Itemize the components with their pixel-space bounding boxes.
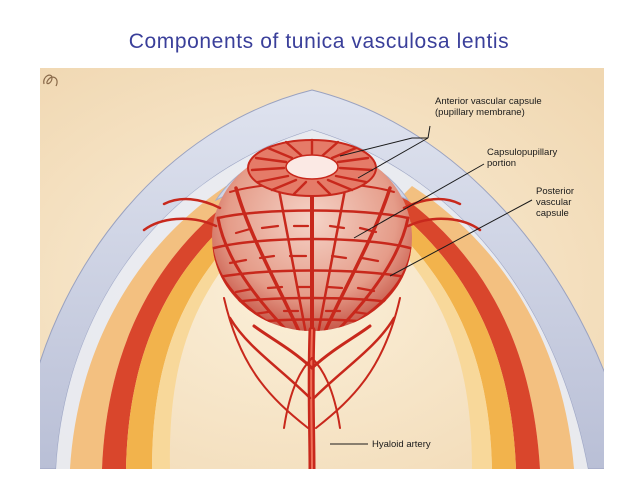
label-line: capsule: [536, 208, 569, 219]
label-anterior-vascular-capsule: Anterior vascular capsule (pupillary mem…: [435, 96, 542, 118]
label-line: Anterior vascular capsule: [435, 96, 542, 107]
label-leader-lines: [330, 125, 533, 445]
label-line: portion: [487, 158, 517, 169]
right-wall-outer: [402, 186, 574, 469]
left-wall-choroid: [102, 196, 244, 469]
page-title: Components of tunica vasculosa lentis: [128, 30, 510, 53]
label-line: Capsulopupillary: [487, 147, 558, 158]
leader-anterior-b: [339, 137, 428, 157]
label-posterior-vascular-capsule: Posterior vascular capsule: [536, 186, 574, 219]
tunica-vasculosa-illustration: Anterior vascular capsule (pupillary mem…: [40, 68, 604, 469]
pupil-opening: [285, 154, 339, 180]
label-line: (pupillary membrane): [435, 107, 525, 118]
leader-posterior: [389, 199, 533, 277]
eye-lens-vessel-drawing: [40, 68, 604, 469]
pupillary-radial-vessels: [250, 138, 374, 196]
label-capsulopupillary-portion: Capsulopupillary portion: [487, 147, 557, 169]
label-hyaloid-artery: Hyaloid artery: [372, 439, 431, 450]
leader-capsulopupillary: [353, 163, 485, 239]
artist-signature-icon: [43, 74, 58, 87]
label-line: vascular: [536, 197, 572, 208]
right-wall-retina: [380, 220, 492, 469]
leader-anterior-a: [357, 137, 429, 179]
left-wall-retina: [152, 220, 258, 469]
right-wall-choroid: [394, 196, 540, 469]
left-wall-outer: [70, 186, 236, 469]
capsulopupillary-vessels: [142, 197, 482, 232]
inner-rim: [56, 130, 588, 469]
left-wall-inner: [126, 208, 252, 469]
label-line: Posterior: [536, 186, 575, 197]
hyaloid-artery: [223, 297, 401, 469]
label-line: Hyaloid artery: [372, 439, 431, 450]
right-wall-inner: [386, 208, 516, 469]
